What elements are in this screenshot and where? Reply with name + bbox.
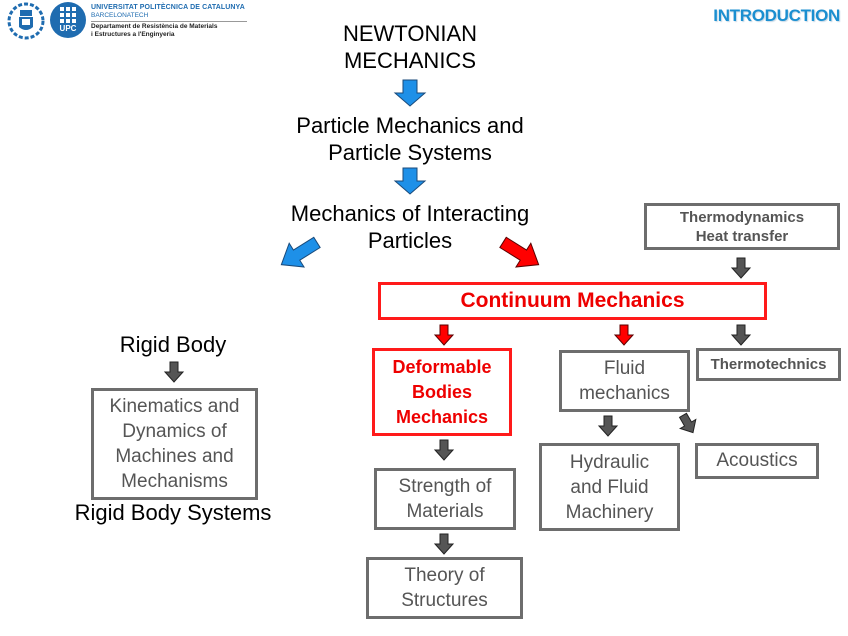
node-line: Particle Systems xyxy=(328,140,492,165)
node-line: Theory of xyxy=(404,565,485,586)
node-line: Bodies xyxy=(411,381,472,402)
node-fluid-mechanics: Fluid mechanics xyxy=(559,350,690,412)
node-line: and Fluid xyxy=(570,476,649,498)
gray-arrow-strength xyxy=(433,533,455,555)
node-thermodynamics: Thermodynamics Heat transfer xyxy=(644,203,840,250)
node-line: Rigid Body Systems xyxy=(74,500,272,525)
node-line: Mechanics xyxy=(395,406,489,427)
node-line: Machinery xyxy=(565,501,654,523)
node-line: mechanics xyxy=(579,383,670,404)
node-line: Fluid xyxy=(603,358,646,379)
gray-arrow-thermotechnics xyxy=(730,324,752,346)
blue-down-arrow-2 xyxy=(393,167,427,195)
node-acoustics: Acoustics xyxy=(695,443,819,479)
gray-diagonal-arrow-acoustics xyxy=(678,412,697,434)
node-line: Structures xyxy=(401,590,488,611)
logo-text: UPC xyxy=(59,24,77,33)
node-line: Dynamics of xyxy=(122,421,227,442)
node-line: Hydraulic xyxy=(569,451,650,473)
section-title: INTRODUCTION xyxy=(713,6,840,25)
node-line: Machines and xyxy=(115,446,234,467)
department-line-2: i Estructures a l'Enginyeria xyxy=(91,31,175,38)
node-line: Thermotechnics xyxy=(710,356,827,373)
node-newtonian-mechanics: NEWTONIAN MECHANICS xyxy=(310,20,510,74)
node-line: Deformable xyxy=(392,356,492,377)
node-particle-mechanics: Particle Mechanics and Particle Systems xyxy=(260,112,560,166)
red-arrow-deformable xyxy=(433,324,455,346)
node-line: Kinematics and xyxy=(109,396,240,417)
node-line: Mechanics of Interacting xyxy=(290,201,530,226)
node-deformable-bodies: Deformable Bodies Mechanics xyxy=(372,348,512,436)
header-divider xyxy=(91,21,247,22)
node-line: Acoustics xyxy=(716,450,798,471)
node-line: Continuum Mechanics xyxy=(460,289,685,312)
node-line: Heat transfer xyxy=(695,227,789,245)
gray-arrow-thermo xyxy=(730,257,752,279)
node-interacting-particles: Mechanics of Interacting Particles xyxy=(260,200,560,254)
node-line: Particles xyxy=(367,228,453,253)
node-hydraulic-machinery: Hydraulic and Fluid Machinery xyxy=(539,443,680,531)
node-line: Thermodynamics xyxy=(679,208,805,226)
node-line: Mechanisms xyxy=(121,471,228,492)
node-line: Rigid Body xyxy=(119,332,227,357)
red-arrow-fluid xyxy=(613,324,635,346)
node-thermotechnics: Thermotechnics xyxy=(696,348,841,381)
node-line: MECHANICS xyxy=(343,48,476,73)
university-subtitle: BARCELONATECH xyxy=(91,12,149,19)
node-strength-of-materials: Strength of Materials xyxy=(374,468,516,530)
node-line: NEWTONIAN xyxy=(342,21,478,46)
gray-arrow-rigid xyxy=(163,361,185,383)
node-kinematics-dynamics: Kinematics and Dynamics of Machines and … xyxy=(91,388,258,500)
node-continuum-mechanics: Continuum Mechanics xyxy=(378,282,767,320)
upc-logo: UPC xyxy=(50,2,86,38)
upc-crest-logo xyxy=(6,2,46,40)
node-line: Materials xyxy=(406,501,484,522)
blue-diagonal-arrow xyxy=(280,236,321,268)
node-line: Strength of xyxy=(398,476,492,497)
university-name: UNIVERSITAT POLITÈCNICA DE CATALUNYA xyxy=(91,4,245,11)
node-line: Particle Mechanics and xyxy=(296,113,524,138)
gray-arrow-deformable xyxy=(433,439,455,461)
red-diagonal-arrow xyxy=(499,236,540,268)
gray-arrow-fluid xyxy=(597,415,619,437)
node-theory-of-structures: Theory of Structures xyxy=(366,557,523,619)
department-line-1: Departament de Resistència de Materials xyxy=(91,23,218,30)
blue-down-arrow-1 xyxy=(393,79,427,107)
